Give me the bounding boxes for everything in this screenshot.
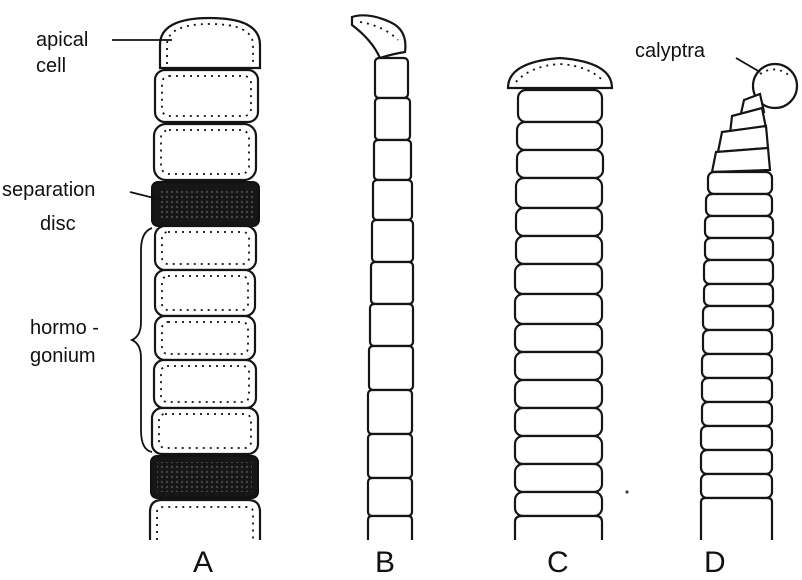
- label-gonium: gonium: [30, 345, 96, 367]
- cap-c: [508, 58, 612, 88]
- filament-b: [352, 15, 413, 540]
- filament-a: [150, 18, 260, 540]
- labels-a: apical cell separation disc hormo - goni…: [2, 29, 172, 452]
- leader-calyptra: [736, 58, 760, 72]
- panel-label-c: C: [547, 546, 569, 579]
- panel-label-d: D: [704, 546, 726, 579]
- label-hormo: hormo -: [30, 317, 99, 339]
- panel-label-a: A: [193, 546, 213, 579]
- cell-a2: [154, 124, 256, 180]
- panel-letters: A B C D: [193, 546, 726, 579]
- filament-d: calyptra: [635, 40, 797, 540]
- filament-c: [508, 58, 629, 540]
- cell-a8: [150, 500, 260, 540]
- cell-a3: [155, 226, 256, 270]
- cells-c: [515, 90, 603, 540]
- label-apical: apical: [36, 29, 88, 51]
- label-cell: cell: [36, 55, 66, 77]
- cells-d: [701, 94, 773, 540]
- cell-a1: [155, 70, 258, 122]
- label-calyptra: calyptra: [635, 40, 706, 62]
- tip-cell-b: [352, 15, 405, 58]
- apical-cell: [160, 18, 260, 68]
- cell-a6: [154, 360, 256, 408]
- panel-label-b: B: [375, 546, 395, 579]
- hormogonium-brace: [132, 228, 152, 452]
- label-separation: separation: [2, 179, 95, 201]
- label-disc: disc: [40, 213, 76, 235]
- cells-b: [368, 58, 413, 540]
